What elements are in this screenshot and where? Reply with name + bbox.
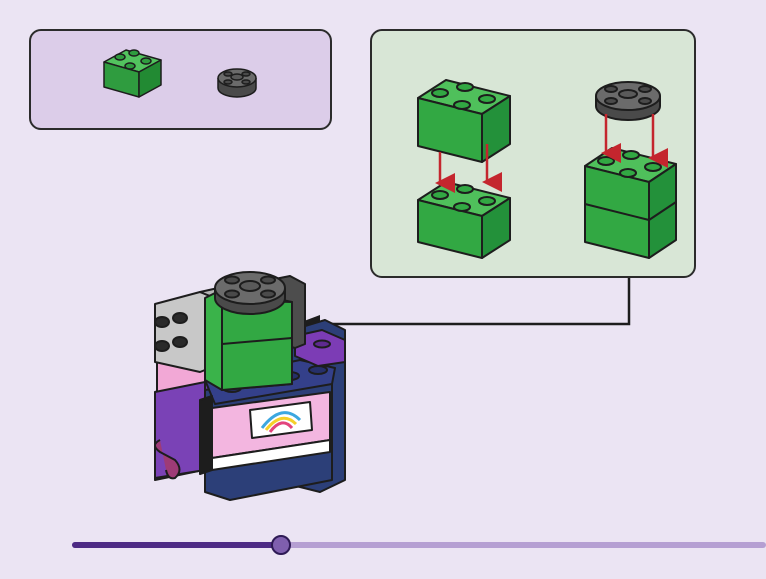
substep-green-brick-stack bbox=[585, 148, 676, 258]
part-green-brick-2x2 bbox=[104, 50, 161, 97]
substep-top-green-brick bbox=[418, 80, 510, 162]
progress-bar bbox=[72, 542, 766, 548]
main-model-assembly bbox=[155, 272, 345, 500]
part-dark-gray-round-plate bbox=[218, 69, 256, 97]
callout-pointer bbox=[296, 278, 629, 333]
progress-fill bbox=[72, 542, 280, 548]
substep-bottom-green-brick bbox=[418, 182, 510, 258]
